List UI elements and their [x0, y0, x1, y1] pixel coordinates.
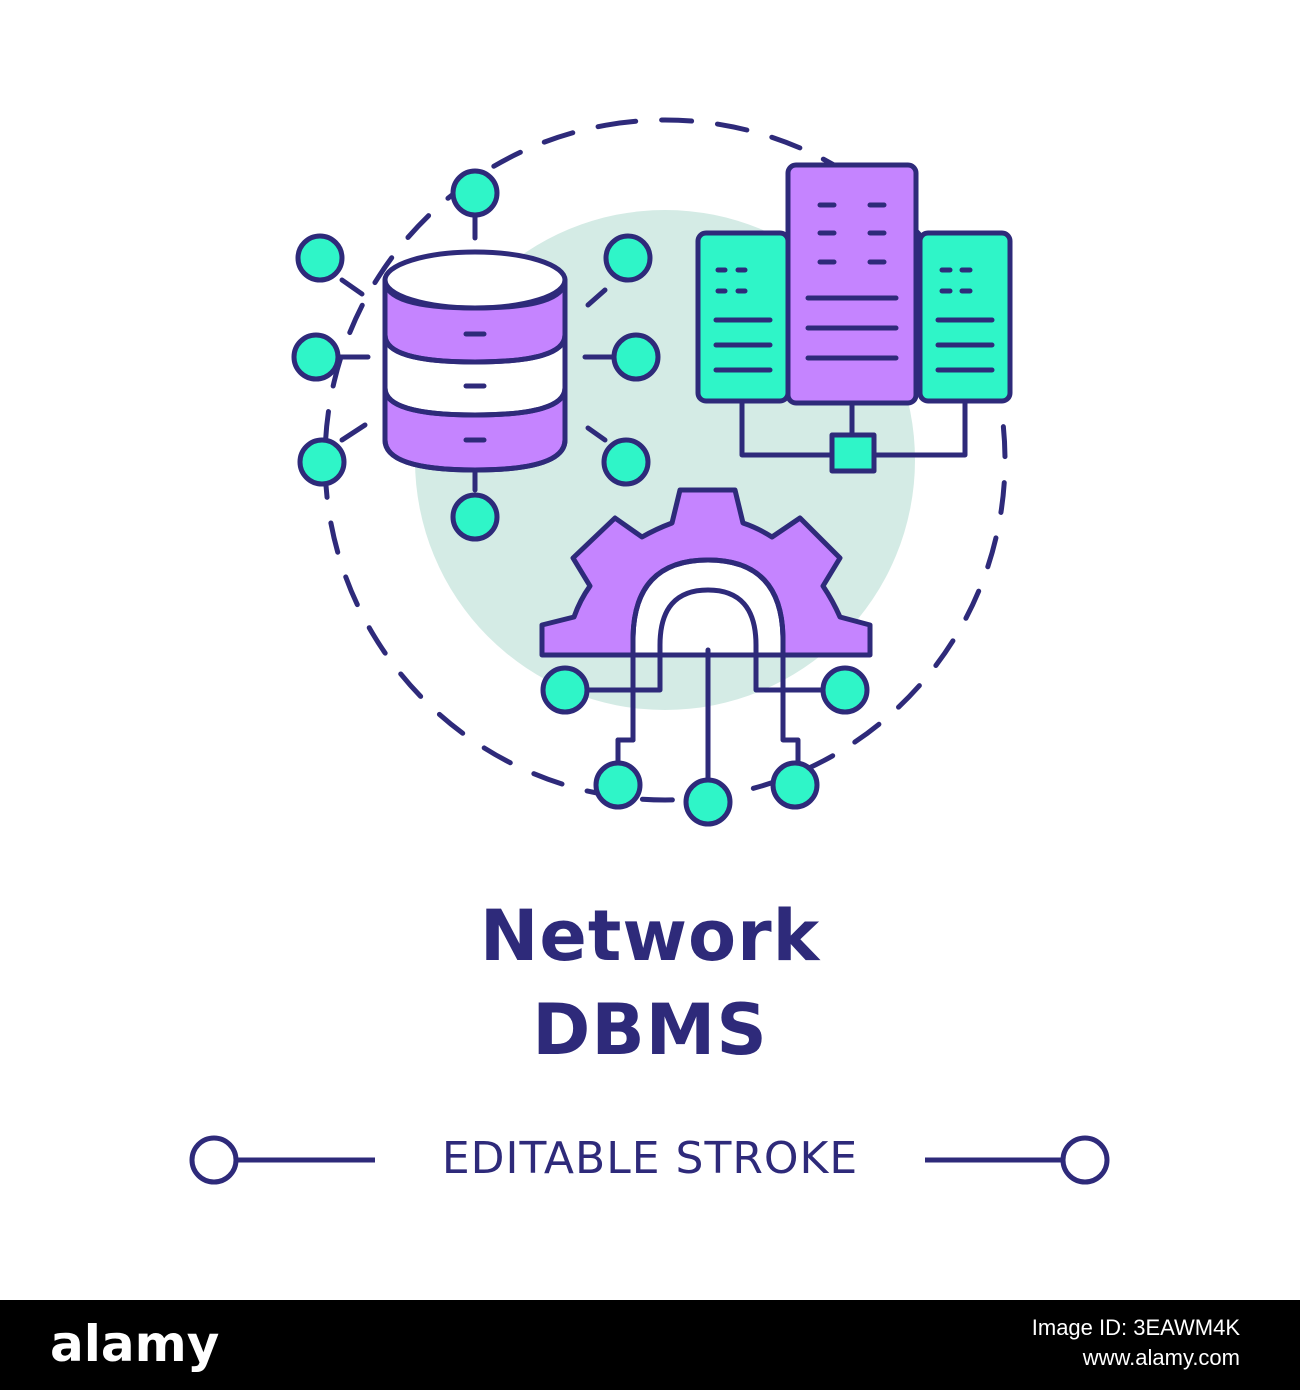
editable-stroke-caption: EDITABLE STROKE — [441, 1133, 859, 1184]
title-line-1: Network — [479, 895, 821, 977]
network-node-icon — [601, 437, 651, 487]
server-rack-icon — [695, 162, 1013, 474]
alamy-logo: alamy — [50, 1315, 220, 1373]
network-node-icon — [770, 760, 820, 810]
network-node-icon — [295, 233, 345, 283]
caption-decoration — [189, 1135, 1110, 1185]
network-node-icon — [450, 492, 500, 542]
watermark-footer-bar — [0, 1300, 1300, 1390]
database-nodes — [291, 168, 661, 542]
network-node-icon — [603, 233, 653, 283]
image-id-text: Image ID: 3EAWM4K — [1031, 1315, 1240, 1340]
network-node-icon — [450, 168, 500, 218]
network-node-icon — [611, 332, 661, 382]
image-id-block: Image ID: 3EAWM4K www.alamy.com — [1032, 1313, 1240, 1373]
network-node-icon — [683, 777, 733, 827]
right-ring-icon — [1060, 1135, 1110, 1185]
gear-nodes — [540, 665, 870, 827]
network-node-icon — [593, 760, 643, 810]
title-line-2: DBMS — [532, 989, 768, 1071]
image-url-text: www.alamy.com — [1082, 1345, 1240, 1370]
gear-icon — [539, 487, 873, 783]
network-node-icon — [297, 437, 347, 487]
network-node-icon — [540, 665, 590, 715]
network-node-icon — [820, 665, 870, 715]
network-node-icon — [291, 332, 341, 382]
database-icon — [337, 212, 615, 493]
